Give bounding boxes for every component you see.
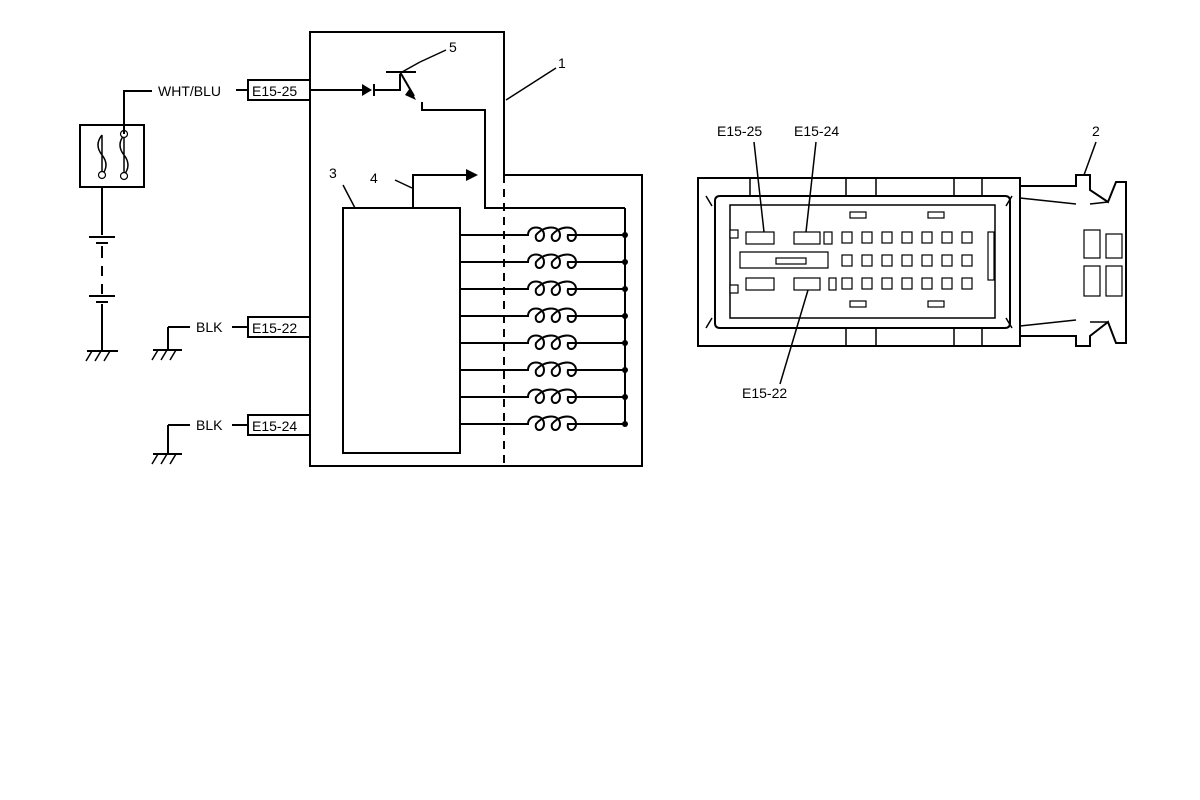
connector-wire-clamp: [1020, 174, 1127, 347]
connector-pin: [921, 231, 933, 244]
connector-housing: [697, 177, 1021, 347]
coil-3: [460, 280, 625, 296]
connector-pin: [841, 231, 853, 244]
callout-5: 5: [449, 39, 457, 55]
wire-label-ground2: BLK: [196, 417, 223, 433]
connector-pin: [841, 254, 853, 267]
transistor-symbol: [386, 61, 421, 100]
connector-pin: [901, 254, 913, 267]
callout-2: 2: [1092, 123, 1100, 139]
coil-4: [460, 307, 625, 323]
connector-pin: [921, 277, 933, 290]
wire-label-supply: WHT/BLU: [158, 83, 221, 99]
pin-label-ground1: E15-22: [252, 320, 297, 336]
connector-pin: [881, 277, 893, 290]
pin-e15-24: [793, 231, 821, 245]
transistor-output-line: [421, 102, 625, 209]
pin-label-ground2: E15-24: [252, 418, 297, 434]
connector-pin: [901, 231, 913, 244]
connector-pin: [861, 254, 873, 267]
connector-pin: [961, 277, 973, 290]
connector-pin: [941, 231, 953, 244]
connector-pin: [961, 231, 973, 244]
ground-symbol-2: [151, 424, 190, 465]
connector-pin: [841, 277, 853, 290]
connector-pin: [881, 254, 893, 267]
battery-symbol: [89, 187, 115, 350]
connector-pin: [961, 254, 973, 267]
coil-2: [460, 253, 625, 269]
pin-e15-25: [745, 231, 775, 245]
callout-4: 4: [370, 170, 378, 186]
fuse-symbol: [79, 124, 145, 188]
coil-7: [460, 388, 625, 404]
coil-outputs: [460, 226, 628, 431]
connector-pin: [861, 231, 873, 244]
wire-label-ground1: BLK: [196, 319, 223, 335]
ground-symbol-1: [151, 326, 190, 361]
connector-label-e15-25: E15-25: [717, 123, 762, 139]
connector-pin: [941, 277, 953, 290]
coil-8: [460, 415, 625, 431]
connector-cavity: [714, 195, 1011, 329]
control-unit-box: [342, 207, 461, 454]
feed-line: [412, 174, 470, 208]
connector-pin: [881, 231, 893, 244]
pin-label-supply: E15-25: [252, 83, 297, 99]
connector-pin-grid: [841, 231, 973, 290]
ground-symbol-battery: [85, 350, 118, 362]
connector-pin: [901, 277, 913, 290]
coil-1: [460, 226, 625, 242]
coil-5: [460, 334, 625, 350]
connector-pin: [861, 277, 873, 290]
circuit-schematic: WHT/BLU E15-25 BLK E15-22 BLK E15-24: [79, 31, 643, 467]
supply-wire-top: [123, 90, 152, 134]
pin-e15-22: [793, 277, 821, 291]
connector-pin: [921, 254, 933, 267]
callout-3: 3: [329, 165, 337, 181]
connector-label-e15-22: E15-22: [742, 385, 787, 401]
coil-6: [460, 361, 625, 377]
module-outline: [309, 31, 643, 467]
connector-view: E15-25 E15-24 E15-22 2: [697, 123, 1127, 401]
connector-label-e15-24: E15-24: [794, 123, 839, 139]
callout-1: 1: [558, 55, 566, 71]
connector-pin: [941, 254, 953, 267]
